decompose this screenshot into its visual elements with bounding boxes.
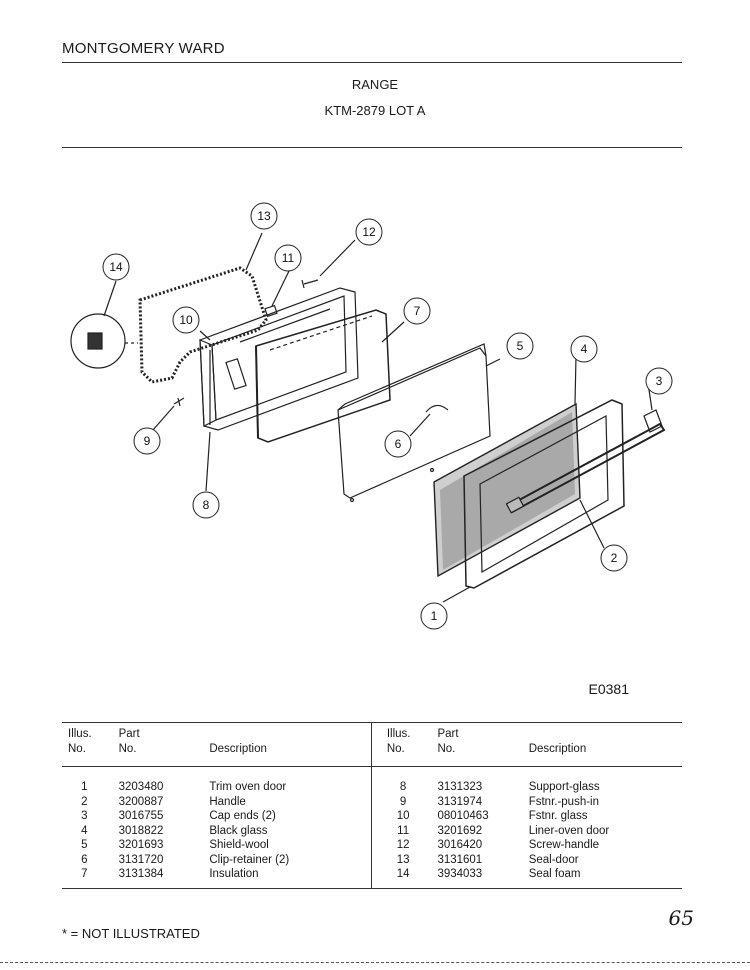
header-no: No. xyxy=(68,742,86,755)
title-rule xyxy=(62,147,682,148)
part-trim-oven-door xyxy=(463,399,625,589)
part-fastener-push-in xyxy=(173,397,185,407)
part-liner-oven-door xyxy=(199,287,359,431)
callout-9: 9 xyxy=(133,427,161,455)
svg-text:9: 9 xyxy=(144,434,151,448)
diagram-code: E0381 xyxy=(588,681,629,697)
callout-1: 1 xyxy=(420,602,448,630)
part-seal-door xyxy=(138,266,268,384)
part-cap-end xyxy=(643,409,663,433)
svg-text:5: 5 xyxy=(517,339,524,353)
svg-text:13: 13 xyxy=(257,209,271,223)
svg-text:10: 10 xyxy=(179,313,193,327)
table-row: 4 3018822 Black glass 11 3201692 Liner-o… xyxy=(81,824,610,837)
callout-5: 5 xyxy=(506,332,534,360)
callout-10: 10 xyxy=(172,306,200,334)
svg-text:8: 8 xyxy=(203,498,210,512)
handwritten-mark: 65 xyxy=(668,906,694,930)
svg-text:7: 7 xyxy=(414,304,421,318)
part-seal-foam xyxy=(87,332,103,350)
svg-text:1: 1 xyxy=(431,609,438,623)
callout-2: 2 xyxy=(600,544,628,572)
table-header-rule xyxy=(62,766,682,767)
header-illus: Illus. xyxy=(68,728,92,740)
svg-text:12: 12 xyxy=(362,225,376,239)
callout-14: 14 xyxy=(102,253,130,281)
svg-text:6: 6 xyxy=(395,437,402,451)
svg-text:3: 3 xyxy=(656,374,663,388)
header-part: Part xyxy=(437,728,459,740)
part-insulation xyxy=(255,309,391,443)
page-bottom-rule xyxy=(0,962,750,963)
callout-8: 8 xyxy=(192,491,220,519)
table-row: 2 3200887 Handle 9 3131974 Fstnr.-push-i… xyxy=(81,795,600,808)
svg-text:14: 14 xyxy=(109,260,123,274)
header-part-no: No. xyxy=(437,742,456,755)
header-illus: Illus. xyxy=(386,728,411,740)
callout-3: 3 xyxy=(645,367,673,395)
part-seal-foam-circle xyxy=(70,313,126,369)
header-no: No. xyxy=(386,742,405,755)
model-title: KTM-2879 LOT A xyxy=(324,103,426,118)
callout-4: 4 xyxy=(570,335,598,363)
callout-7: 7 xyxy=(403,297,431,325)
callout-13: 13 xyxy=(250,202,278,230)
svg-text:2: 2 xyxy=(611,551,618,565)
header-part-no: No. xyxy=(118,742,137,755)
table-row: 6 3131720 Clip-retainer (2) 13 3131601 S… xyxy=(81,853,579,866)
header-part: Part xyxy=(118,728,140,740)
header-description: Description xyxy=(209,742,267,755)
table-top-rule xyxy=(62,722,682,723)
table-bottom-rule xyxy=(62,888,682,889)
callout-12: 12 xyxy=(355,218,383,246)
table-row: 3 3016755 Cap ends (2) 10 08010463 Fstnr… xyxy=(81,810,588,822)
product-title: RANGE xyxy=(351,77,399,92)
header-description: Description xyxy=(528,742,587,755)
callout-6: 6 xyxy=(384,430,412,458)
part-support-glass xyxy=(199,339,217,427)
brand-name: MONTGOMERY WARD xyxy=(62,40,225,57)
part-screw-handle xyxy=(301,279,319,289)
table-row: 7 3131384 Insulation 14 3934033 Seal foa… xyxy=(81,868,581,880)
callout-11: 11 xyxy=(274,244,302,272)
header-rule xyxy=(62,62,682,63)
not-illustrated-note: * = NOT ILLUSTRATED xyxy=(62,926,200,941)
svg-text:4: 4 xyxy=(581,342,588,356)
part-shield-wool xyxy=(337,347,491,499)
exploded-parts-diagram: 13 14 12 11 10 7 5 4 3 6 9 8 2 1 xyxy=(70,202,673,630)
table-divider xyxy=(371,722,372,888)
table-row: 5 3201693 Shield-wool 12 3016420 Screw-h… xyxy=(81,839,600,851)
svg-text:11: 11 xyxy=(282,251,295,265)
table-row: 1 3203480 Trim oven door 8 3131323 Suppo… xyxy=(81,781,600,793)
